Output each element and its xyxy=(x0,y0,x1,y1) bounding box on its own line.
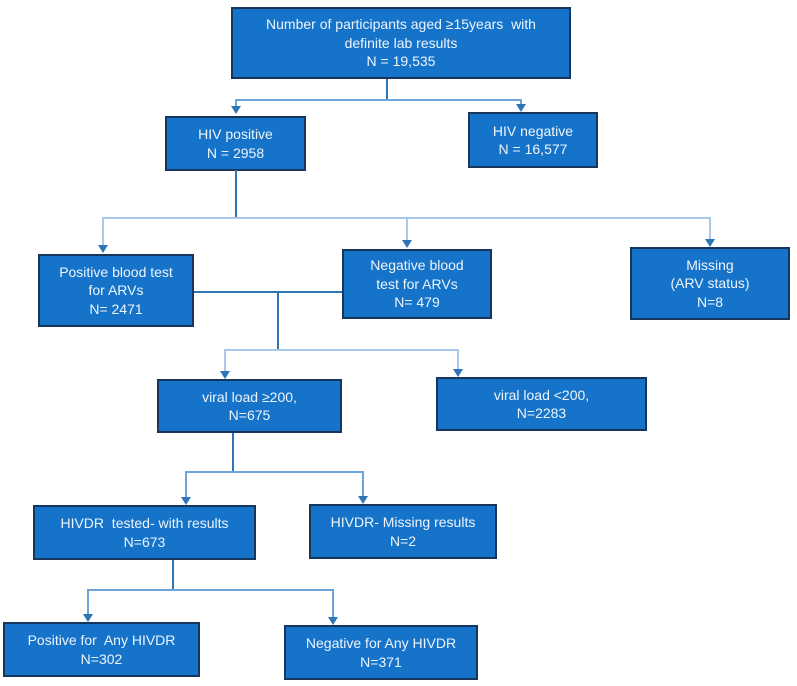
node-line: N=302 xyxy=(80,650,123,667)
node-line: N=371 xyxy=(360,653,402,670)
connector-hiv-positive-stem xyxy=(235,170,237,218)
node-line: Negative for Any HIVDR xyxy=(305,635,457,652)
connector-split-hiv xyxy=(235,99,522,101)
arrowhead-down-icon xyxy=(181,497,191,505)
connector-drop-arv-negative xyxy=(406,217,408,241)
node-arv-test-positive: Positive blood test for ARVs N= 2471 xyxy=(38,254,194,327)
connector-drop-arv-missing xyxy=(709,217,711,240)
connector-viral-load-stem xyxy=(232,433,234,473)
node-line: (ARV status) xyxy=(670,275,750,292)
node-line: N= 479 xyxy=(394,294,440,311)
node-hiv-positive: HIV positive N = 2958 xyxy=(165,116,306,171)
node-line: viral load <200, xyxy=(493,386,590,403)
arrowhead-down-icon xyxy=(98,245,108,253)
node-any-hivdr-negative: Negative for Any HIVDR N=371 xyxy=(284,625,478,680)
node-line: viral load ≥200, xyxy=(202,388,297,405)
node-line: HIVDR- Missing results xyxy=(330,514,476,531)
node-line: N = 19,535 xyxy=(366,53,436,70)
arrowhead-down-icon xyxy=(516,104,526,112)
arrowhead-down-icon xyxy=(83,614,93,622)
node-line: N = 16,577 xyxy=(498,141,568,157)
connector-hivdr-tested-stem xyxy=(172,560,174,591)
connector-drop-arv-positive xyxy=(102,217,104,246)
node-arv-test-negative: Negative blood test for ARVs N= 479 xyxy=(342,249,492,319)
arrowhead-down-icon xyxy=(402,240,412,248)
node-line: Positive blood test xyxy=(59,263,173,280)
node-total-participants: Number of participants aged ≥15years wit… xyxy=(231,7,571,79)
node-line: N=2 xyxy=(389,532,417,549)
node-line: N=8 xyxy=(696,293,724,310)
connector-arv-bridge-stem xyxy=(277,291,279,351)
connector-drop-any-hivdr-positive xyxy=(87,589,89,615)
arrowhead-down-icon xyxy=(453,369,463,377)
connector-drop-hivdr-missing xyxy=(362,471,364,497)
node-line: Positive for Any HIVDR xyxy=(27,632,176,649)
node-line: HIVDR tested- with results xyxy=(60,515,229,532)
connector-drop-hiv-negative xyxy=(520,99,522,106)
connector-drop-hivdr-tested xyxy=(185,471,187,498)
connector-split-hivdr xyxy=(185,471,364,473)
node-line: N=675 xyxy=(228,407,271,423)
node-line: N = 2958 xyxy=(206,144,265,161)
connector-split-viral-load xyxy=(224,349,459,351)
node-line: definite lab results xyxy=(344,34,458,51)
connector-drop-any-hivdr-negative xyxy=(332,589,334,618)
node-line: for ARVs xyxy=(88,282,144,299)
node-line: HIV positive xyxy=(198,126,273,143)
node-line: N= 2471 xyxy=(89,300,143,317)
node-line: HIV negative xyxy=(492,122,574,139)
node-line: N=673 xyxy=(123,533,166,550)
connector-total-stem xyxy=(386,79,388,100)
connector-arv-bridge xyxy=(194,291,342,293)
node-any-hivdr-positive: Positive for Any HIVDR N=302 xyxy=(3,622,200,677)
node-viral-load-high: viral load ≥200, N=675 xyxy=(157,379,342,433)
node-line: test for ARVs xyxy=(376,275,458,292)
node-line: N=2283 xyxy=(516,405,567,421)
connector-drop-viral-load-high xyxy=(224,349,226,372)
node-hivdr-tested: HIVDR tested- with results N=673 xyxy=(33,505,256,560)
node-hiv-negative: HIV negative N = 16,577 xyxy=(468,112,598,168)
connector-drop-hiv-positive xyxy=(235,99,237,108)
arrowhead-down-icon xyxy=(231,106,241,114)
node-viral-load-low: viral load <200, N=2283 xyxy=(436,377,647,431)
connector-split-any-hivdr xyxy=(87,589,334,591)
arrowhead-down-icon xyxy=(705,239,715,247)
node-arv-status-missing: Missing (ARV status) N=8 xyxy=(630,247,790,320)
node-line: Negative blood xyxy=(370,257,464,274)
node-hivdr-missing-results: HIVDR- Missing results N=2 xyxy=(309,504,497,559)
node-line: Number of participants aged ≥15years wit… xyxy=(266,16,536,33)
connector-drop-viral-load-low xyxy=(457,349,459,370)
arrowhead-down-icon xyxy=(358,496,368,504)
arrowhead-down-icon xyxy=(328,617,338,625)
node-line: Missing xyxy=(686,256,734,273)
arrowhead-down-icon xyxy=(220,371,230,379)
